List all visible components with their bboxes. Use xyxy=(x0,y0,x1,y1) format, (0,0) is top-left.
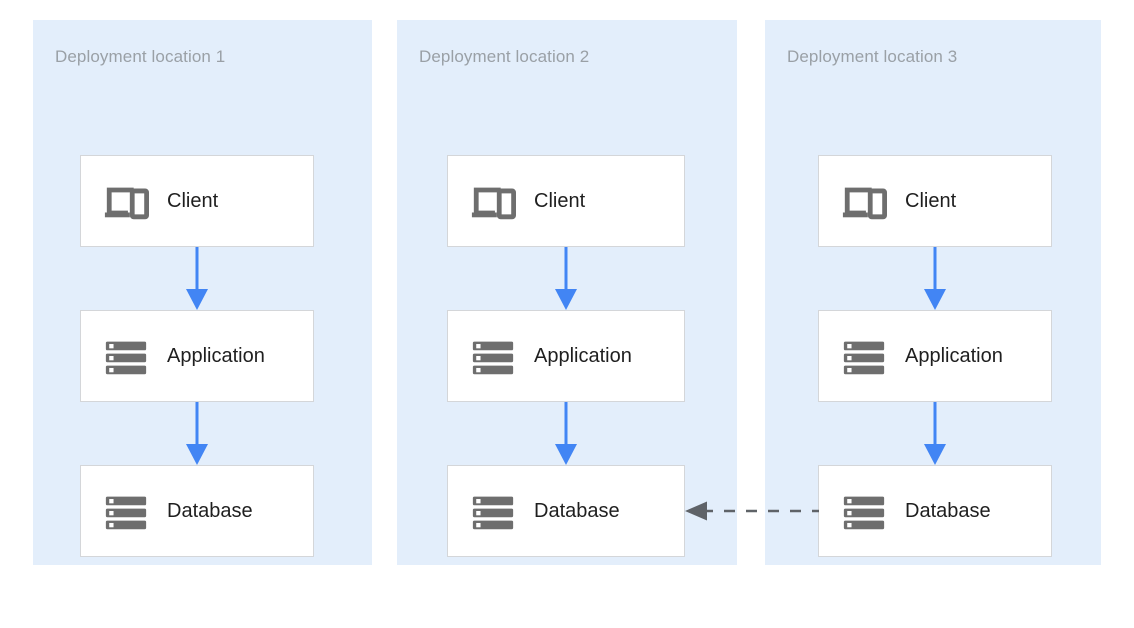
node-label-client-2: Client xyxy=(534,190,586,212)
node-client-1[interactable]: Client xyxy=(80,155,314,247)
node-label-application-2: Application xyxy=(534,345,632,367)
node-label-application-3: Application xyxy=(905,345,1003,367)
node-client-2[interactable]: Client xyxy=(447,155,685,247)
node-application-2[interactable]: Application xyxy=(447,310,685,402)
node-application-1[interactable]: Application xyxy=(80,310,314,402)
node-label-application-1: Application xyxy=(167,345,265,367)
node-label-client-3: Client xyxy=(905,190,957,212)
devices-icon xyxy=(104,187,149,220)
panel-title-2: Deployment location 2 xyxy=(419,47,590,66)
server-icon xyxy=(843,496,885,530)
server-icon xyxy=(105,341,147,375)
panel-title-1: Deployment location 1 xyxy=(55,47,226,66)
node-client-3[interactable]: Client xyxy=(818,155,1052,247)
node-label-database-3: Database xyxy=(905,500,991,522)
server-icon xyxy=(472,341,514,375)
node-database-2[interactable]: Database xyxy=(447,465,685,557)
node-database-3[interactable]: Database xyxy=(818,465,1052,557)
node-label-database-1: Database xyxy=(167,500,253,522)
devices-icon xyxy=(842,187,887,220)
server-icon xyxy=(472,496,514,530)
node-label-database-2: Database xyxy=(534,500,620,522)
node-label-client-1: Client xyxy=(167,190,219,212)
server-icon xyxy=(105,496,147,530)
devices-icon xyxy=(471,187,516,220)
node-application-3[interactable]: Application xyxy=(818,310,1052,402)
server-icon xyxy=(843,341,885,375)
panel-title-3: Deployment location 3 xyxy=(787,47,958,66)
node-database-1[interactable]: Database xyxy=(80,465,314,557)
